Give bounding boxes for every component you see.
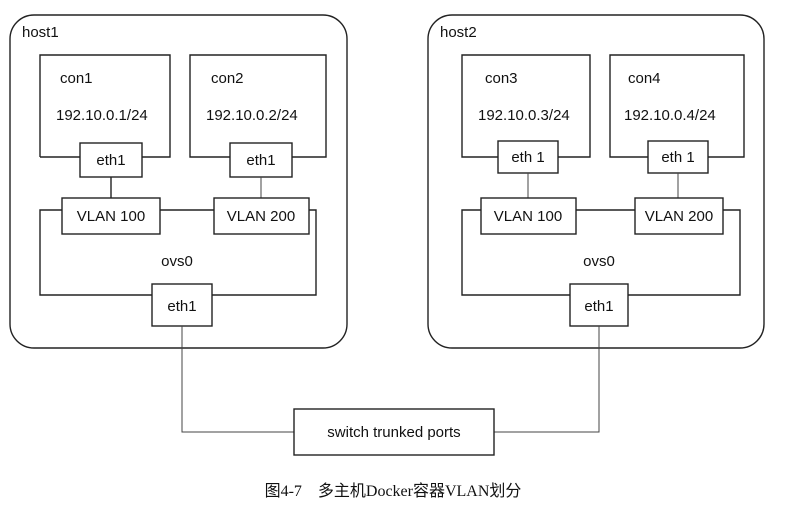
con1-frame — [39, 54, 171, 158]
host2-frame — [427, 14, 765, 349]
vlan200-label-host2: VLAN 200 — [645, 208, 713, 225]
con2-frame — [189, 54, 327, 158]
con3-eth-label: eth 1 — [511, 149, 544, 166]
con4-frame — [609, 54, 745, 158]
con3-frame — [461, 54, 591, 158]
vlan200-box-host2 — [634, 197, 724, 235]
host1-eth1 — [151, 283, 213, 327]
figure-caption: 图4-7 多主机Docker容器VLAN划分 — [265, 482, 522, 500]
container-con4: con4 192.10.0.4/24 eth 1 — [609, 54, 745, 174]
host1-trunk-link — [181, 326, 294, 433]
host2-eth1 — [569, 283, 629, 327]
ovs0-label-host2: ovs0 — [583, 253, 615, 270]
con4-eth — [647, 140, 709, 174]
con2-eth-label: eth1 — [246, 152, 275, 169]
vlan200-box-host1 — [213, 197, 310, 235]
host1-eth1-label: eth1 — [167, 298, 196, 315]
vlan100-box-host2 — [480, 197, 577, 235]
trunk-switch-box — [293, 408, 495, 456]
ovs0-frame-host2 — [461, 209, 741, 296]
con2-name: con2 — [211, 70, 244, 87]
ovs0-label-host1: ovs0 — [161, 253, 193, 270]
con3-eth — [497, 140, 559, 174]
host2: host2 con3 192.10.0.3/24 eth 1 con4 192.… — [427, 14, 765, 349]
con4-name: con4 — [628, 70, 661, 87]
con1-ip: 192.10.0.1/24 — [56, 107, 148, 124]
vlan200-label-host1: VLAN 200 — [227, 208, 295, 225]
vlan100-label-host1: VLAN 100 — [77, 208, 145, 225]
container-con2: con2 192.10.0.2/24 eth1 — [189, 54, 327, 178]
con1-eth-label: eth1 — [96, 152, 125, 169]
host1: host1 con1 192.10.0.1/24 eth1 con2 192.1… — [9, 14, 348, 349]
con4-eth-label: eth 1 — [661, 149, 694, 166]
trunk-switch-label: switch trunked ports — [327, 424, 460, 441]
container-con1: con1 192.10.0.1/24 eth1 — [39, 54, 171, 178]
vlan100-label-host2: VLAN 100 — [494, 208, 562, 225]
container-con3: con3 192.10.0.3/24 eth 1 — [461, 54, 591, 174]
con3-ip: 192.10.0.3/24 — [478, 107, 570, 124]
trunk: switch trunked ports — [181, 326, 600, 456]
host1-frame — [9, 14, 348, 349]
con1-name: con1 — [60, 70, 93, 87]
vlan100-box-host1 — [61, 197, 161, 235]
ovs0-frame-host1 — [39, 209, 317, 296]
host1-label: host1 — [22, 24, 59, 41]
con4-ip: 192.10.0.4/24 — [624, 107, 716, 124]
con2-ip: 192.10.0.2/24 — [206, 107, 298, 124]
con3-name: con3 — [485, 70, 518, 87]
host2-trunk-link — [494, 326, 600, 433]
host2-eth1-label: eth1 — [584, 298, 613, 315]
host2-label: host2 — [440, 24, 477, 41]
con1-eth — [79, 142, 143, 178]
